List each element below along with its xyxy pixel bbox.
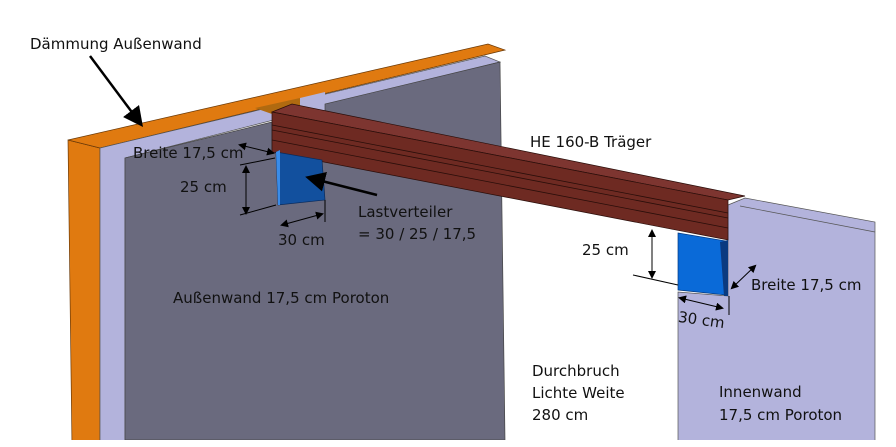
left-width-label: Breite 17,5 cm xyxy=(133,144,244,162)
load-distributor-left xyxy=(275,151,326,206)
opening-label-2: Lichte Weite xyxy=(532,384,625,402)
inner-wall-label-1: Innenwand xyxy=(719,383,802,401)
load-distributor-right xyxy=(677,232,727,296)
right-height-label: 25 cm xyxy=(582,241,629,259)
inner-wall xyxy=(677,197,876,447)
insulation-side xyxy=(67,139,101,447)
dimension-lines xyxy=(88,55,757,315)
inner-wall-label-2: 17,5 cm Poroton xyxy=(719,406,843,424)
beam-label: HE 160-B Träger xyxy=(530,133,652,151)
load-distributor-label: Lastverteiler xyxy=(358,203,453,221)
left-length-label: 30 cm xyxy=(278,231,325,249)
left-height-label: 25 cm xyxy=(180,178,227,196)
outer-wall-label: Außenwand 17,5 cm Poroton xyxy=(173,289,390,307)
insulation-label: Dämmung Außenwand xyxy=(30,35,202,53)
opening-label-3: 280 cm xyxy=(532,406,589,424)
load-distributor-dims: = 30 / 25 / 17,5 xyxy=(358,225,477,243)
right-width-label: Breite 17,5 cm xyxy=(751,276,862,294)
insulation-top xyxy=(67,43,507,149)
opening-label-1: Durchbruch xyxy=(532,362,620,380)
